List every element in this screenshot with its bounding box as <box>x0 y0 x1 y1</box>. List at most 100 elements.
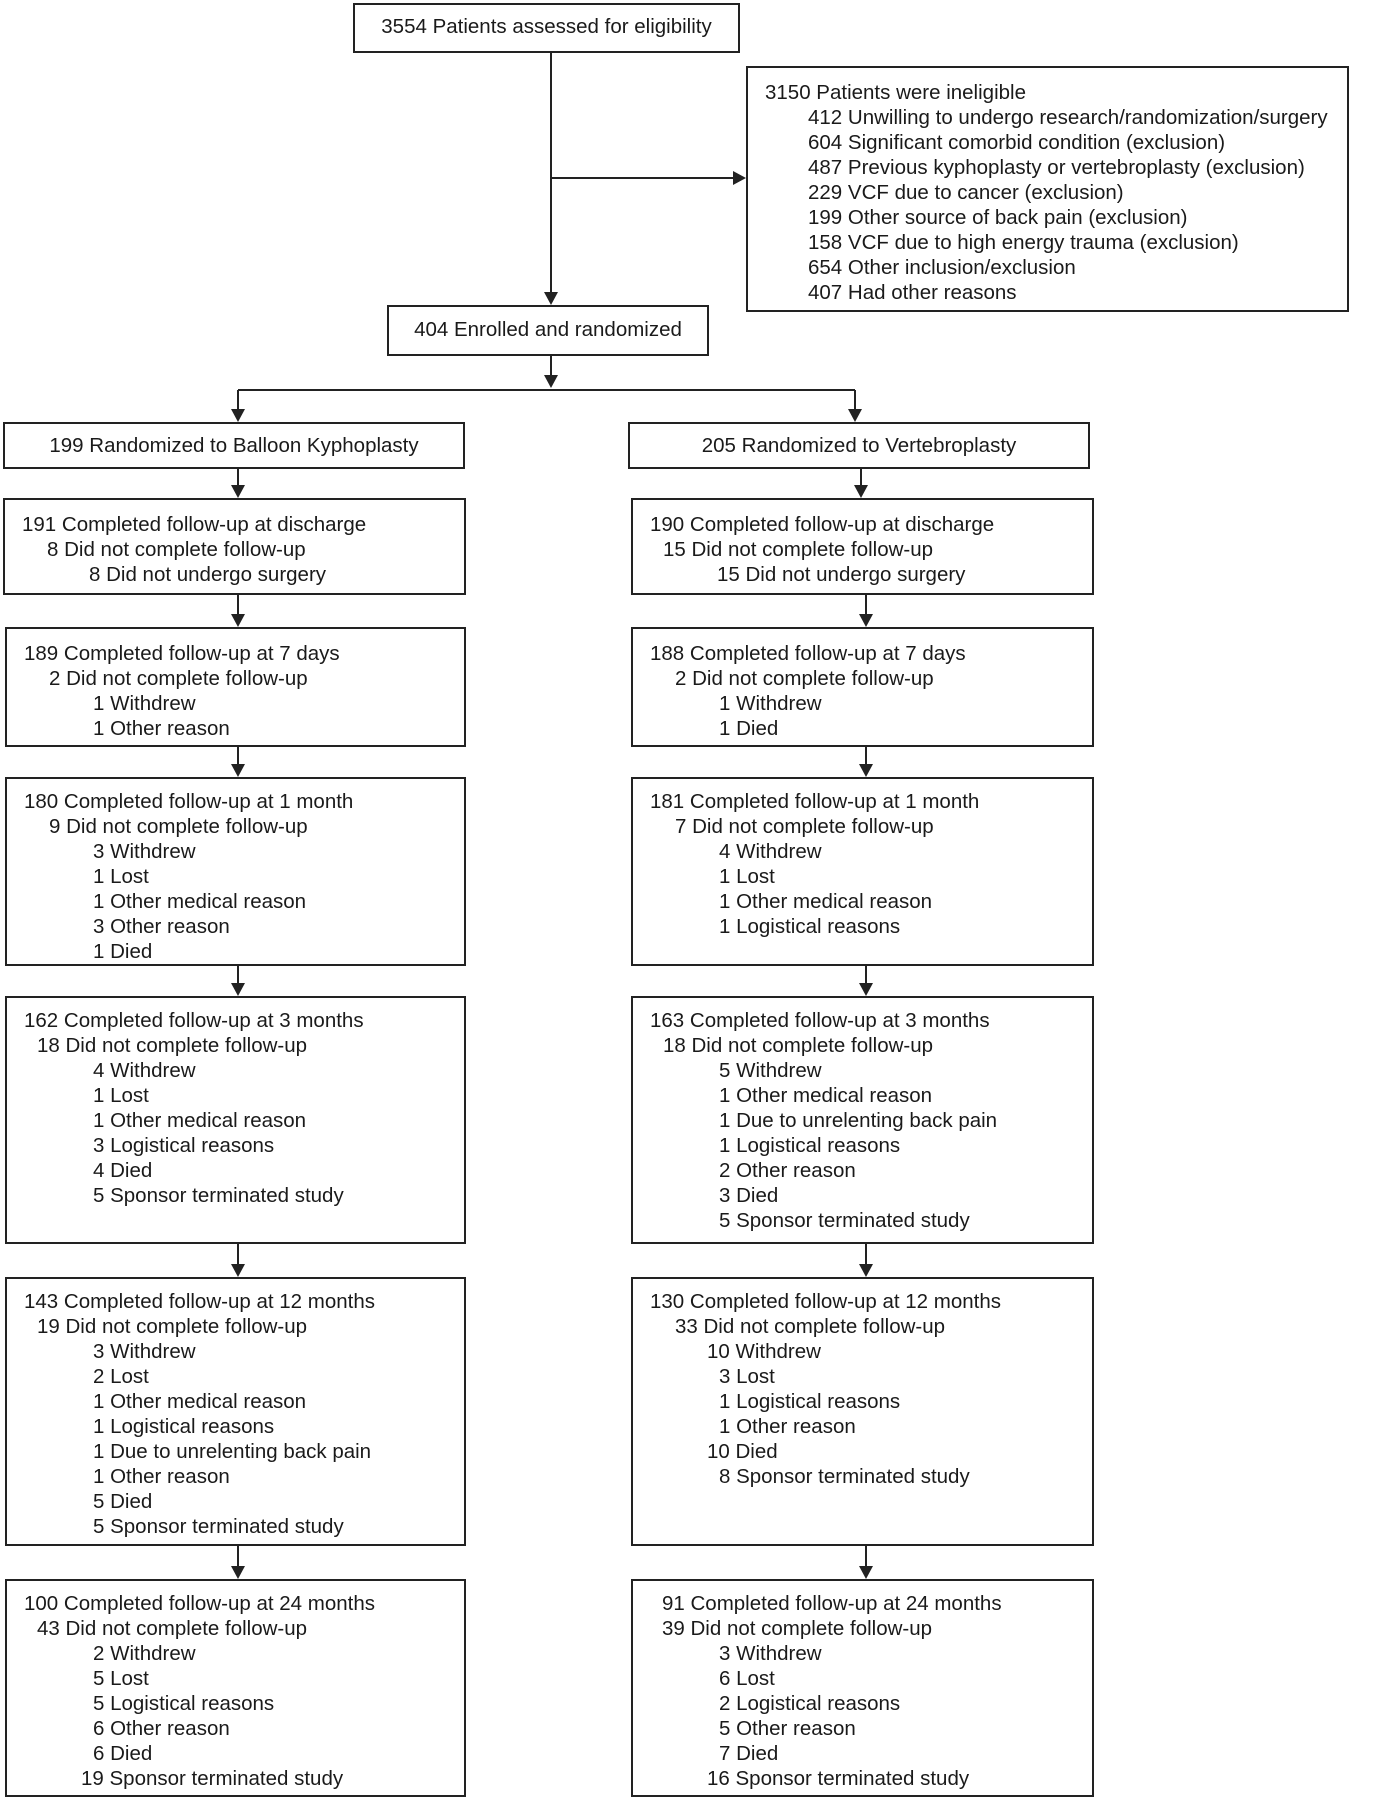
not-completed-line: 9 Did not complete follow-up <box>49 815 308 838</box>
completed-line: 191 Completed follow-up at discharge <box>22 513 367 536</box>
vertebroplasty-stage-box: 181 Completed follow-up at 1 month 7 Did… <box>631 777 1094 966</box>
reason-line: 1 Logistical reasons <box>719 1134 901 1157</box>
ineligible-reason: 229 VCF due to cancer (exclusion) <box>808 181 1124 204</box>
reason-line: 1 Logistical reasons <box>719 1390 901 1413</box>
reason-line: 10 Died <box>707 1440 778 1463</box>
arm-vertebroplasty-title-box: 205 Randomized to Vertebroplasty <box>628 422 1090 469</box>
reason-line: 1 Other medical reason <box>93 1390 307 1413</box>
completed-line: 180 Completed follow-up at 1 month <box>24 790 354 813</box>
reason-line: 4 Died <box>93 1159 153 1182</box>
enrolled-label: 404 Enrolled and randomized <box>414 318 682 341</box>
completed-line: 189 Completed follow-up at 7 days <box>24 642 340 665</box>
reason-line: 3 Other reason <box>93 915 230 938</box>
reason-line: 1 Lost <box>93 1084 149 1107</box>
not-completed-line: 39 Did not complete follow-up <box>662 1617 933 1640</box>
not-completed-line: 19 Did not complete follow-up <box>37 1315 308 1338</box>
reason-line: 3 Withdrew <box>719 1642 822 1665</box>
arrowhead-down-icon <box>544 375 558 388</box>
arrowhead-down-icon <box>859 1264 873 1277</box>
reason-line: 1 Died <box>93 940 153 963</box>
reason-line: 1 Other medical reason <box>719 1084 933 1107</box>
completed-line: 181 Completed follow-up at 1 month <box>650 790 980 813</box>
ineligible-reason: 412 Unwilling to undergo research/random… <box>808 106 1328 129</box>
ineligible-reason: 487 Previous kyphoplasty or vertebroplas… <box>808 156 1305 179</box>
kyphoplasty-stage-box: 189 Completed follow-up at 7 days 2 Did … <box>5 627 466 747</box>
assessed-label: 3554 Patients assessed for eligibility <box>381 15 712 38</box>
arrowhead-down-icon <box>231 485 245 498</box>
arrowhead-down-icon <box>231 983 245 996</box>
reason-line: 8 Did not undergo surgery <box>89 563 327 586</box>
completed-line: 163 Completed follow-up at 3 months <box>650 1009 990 1032</box>
reason-line: 1 Due to unrelenting back pain <box>93 1440 372 1463</box>
completed-line: 143 Completed follow-up at 12 months <box>24 1290 375 1313</box>
not-completed-line: 2 Did not complete follow-up <box>675 667 934 690</box>
completed-line: 130 Completed follow-up at 12 months <box>650 1290 1001 1313</box>
reason-line: 1 Other medical reason <box>719 890 933 913</box>
not-completed-line: 18 Did not complete follow-up <box>37 1034 308 1057</box>
kyphoplasty-stage-box: 191 Completed follow-up at discharge 8 D… <box>3 498 466 595</box>
arrowhead-down-icon <box>859 1566 873 1579</box>
assessed-box: 3554 Patients assessed for eligibility <box>353 3 740 53</box>
reason-line: 15 Did not undergo surgery <box>717 563 966 586</box>
not-completed-line: 15 Did not complete follow-up <box>663 538 934 561</box>
reason-line: 1 Logistical reasons <box>93 1415 275 1438</box>
arrowhead-down-icon <box>854 485 868 498</box>
ineligible-reason: 158 VCF due to high energy trauma (exclu… <box>808 231 1239 254</box>
reason-line: 1 Died <box>719 717 779 740</box>
not-completed-line: 33 Did not complete follow-up <box>675 1315 946 1338</box>
reason-line: 19 Sponsor terminated study <box>81 1767 344 1790</box>
reason-line: 6 Lost <box>719 1667 775 1690</box>
reason-line: 3 Withdrew <box>93 840 196 863</box>
reason-line: 1 Other reason <box>93 1465 230 1488</box>
arrowhead-down-icon <box>231 1264 245 1277</box>
ineligible-reason: 604 Significant comorbid condition (excl… <box>808 131 1226 154</box>
reason-line: 4 Withdrew <box>719 840 822 863</box>
completed-line: 188 Completed follow-up at 7 days <box>650 642 966 665</box>
vertebroplasty-stage-box: 91 Completed follow-up at 24 months 39 D… <box>631 1579 1094 1797</box>
arrowhead-down-icon <box>544 292 558 305</box>
not-completed-line: 8 Did not complete follow-up <box>47 538 306 561</box>
completed-line: 162 Completed follow-up at 3 months <box>24 1009 364 1032</box>
reason-line: 1 Other medical reason <box>93 1109 307 1132</box>
reason-line: 6 Other reason <box>93 1717 230 1740</box>
vertebroplasty-stage-box: 130 Completed follow-up at 12 months 33 … <box>631 1277 1094 1546</box>
reason-line: 3 Logistical reasons <box>93 1134 275 1157</box>
arrowhead-down-icon <box>859 764 873 777</box>
reason-line: 3 Withdrew <box>93 1340 196 1363</box>
completed-line: 190 Completed follow-up at discharge <box>650 513 995 536</box>
reason-line: 1 Withdrew <box>93 692 196 715</box>
kyphoplasty-stage-box: 100 Completed follow-up at 24 months 43 … <box>5 1579 466 1797</box>
not-completed-line: 18 Did not complete follow-up <box>663 1034 934 1057</box>
reason-line: 2 Logistical reasons <box>719 1692 901 1715</box>
not-completed-line: 2 Did not complete follow-up <box>49 667 308 690</box>
reason-line: 5 Lost <box>93 1667 149 1690</box>
reason-line: 2 Other reason <box>719 1159 856 1182</box>
arm-kyphoplasty-title-box: 199 Randomized to Balloon Kyphoplasty <box>3 422 465 469</box>
arrowhead-down-icon <box>231 409 245 422</box>
reason-line: 2 Lost <box>93 1365 149 1388</box>
vertebroplasty-stage-box: 190 Completed follow-up at discharge 15 … <box>631 498 1094 595</box>
reason-line: 7 Died <box>719 1742 779 1765</box>
reason-line: 5 Sponsor terminated study <box>93 1515 344 1538</box>
ineligible-reason: 407 Had other reasons <box>808 281 1017 304</box>
reason-line: 1 Due to unrelenting back pain <box>719 1109 998 1132</box>
arrowhead-down-icon <box>859 614 873 627</box>
reason-line: 2 Withdrew <box>93 1642 196 1665</box>
vertebroplasty-stage-box: 163 Completed follow-up at 3 months 18 D… <box>631 996 1094 1244</box>
kyphoplasty-stage-box: 143 Completed follow-up at 12 months 19 … <box>5 1277 466 1546</box>
reason-line: 1 Other reason <box>719 1415 856 1438</box>
reason-line: 3 Died <box>719 1184 779 1207</box>
reason-line: 1 Logistical reasons <box>719 915 901 938</box>
arrowhead-down-icon <box>231 1566 245 1579</box>
ineligible-title: 3150 Patients were ineligible <box>765 81 1026 104</box>
completed-line: 100 Completed follow-up at 24 months <box>24 1592 375 1615</box>
not-completed-line: 43 Did not complete follow-up <box>37 1617 308 1640</box>
reason-line: 16 Sponsor terminated study <box>707 1767 970 1790</box>
reason-line: 1 Lost <box>719 865 775 888</box>
reason-line: 3 Lost <box>719 1365 775 1388</box>
ineligible-reason: 654 Other inclusion/exclusion <box>808 256 1076 279</box>
arrowhead-down-icon <box>231 764 245 777</box>
reason-line: 5 Died <box>93 1490 153 1513</box>
